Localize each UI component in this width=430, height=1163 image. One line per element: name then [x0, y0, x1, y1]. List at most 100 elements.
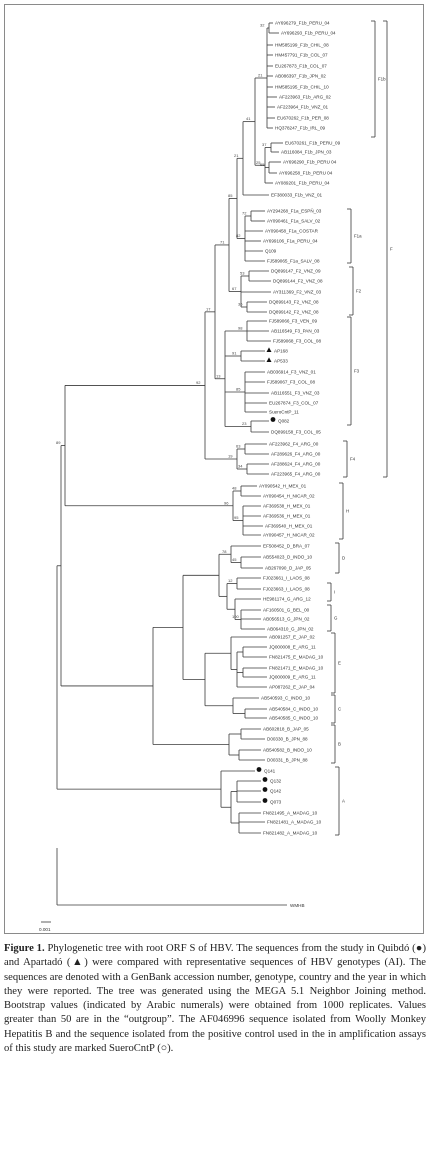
bootstrap-value: 82: [236, 233, 241, 238]
leaf-label: AY090457_H_NICAR_02: [263, 533, 315, 538]
leaf-label: EF380033_F1b_VNZ_01: [271, 193, 323, 198]
genotype-label: G: [334, 616, 338, 621]
bootstrap-value: 85: [236, 387, 241, 392]
bootstrap-value: 32: [260, 23, 265, 28]
leaf-label: DQ899144_F2_VNZ_08: [273, 279, 323, 284]
leaf-label: EF508452_D_BRA_07: [263, 544, 310, 549]
leaf-label: AY696258_F1b_PERU 04: [279, 171, 333, 176]
leaf-label: AF288624_F4_ARG_00: [271, 462, 321, 467]
leaf-label: AF223962_F4_ARG_00: [269, 442, 319, 447]
bootstrap-values: 3221376525412172828553366771989185231317…: [56, 23, 267, 620]
leaf-label: FJ589068_F3_COL_08: [273, 339, 321, 344]
quibdo-circle-marker: [256, 767, 262, 772]
leaf-label: DQ899158_F3_COL_05: [271, 430, 321, 435]
tree-branches: [56, 22, 283, 834]
leaf-label: AY696293_F1b_PERU_04: [281, 31, 336, 36]
leaf-label: AY311369_F2_VNZ_03: [273, 290, 322, 295]
bootstrap-value: 63: [236, 444, 241, 449]
outgroup-and-scale: WMHB 0.001: [39, 848, 305, 932]
leaf-label: AB540585_C_INDO_10: [269, 716, 318, 721]
leaf-label: AB540584_C_INDO_10: [269, 707, 318, 712]
leaf-label: D00331_B_JPN_88: [267, 758, 308, 763]
figure-caption: Figure 1. Phylogenetic tree with root OR…: [4, 942, 426, 1056]
genotype-label: E: [338, 661, 341, 666]
leaf-label: SueroCntP_11: [269, 410, 299, 415]
quibdo-circle-marker: [262, 798, 268, 803]
bootstrap-value: 41: [246, 116, 251, 121]
leaf-label: AY090461_F1a_SALV_02: [267, 219, 321, 224]
leaf-label: FN821475_E_MADAG_10: [269, 655, 324, 660]
leaf-label: AB116549_F3_PAN_03: [271, 329, 320, 334]
leaf-label: AB540582_B_INDO_10: [263, 748, 312, 753]
leaf-label: FN821482_A_MADAG_10: [263, 831, 318, 836]
apartado-triangle-marker: [266, 347, 272, 352]
genotype-label: C: [338, 707, 341, 712]
leaf-label: AY089201_F1b_PERU_04: [275, 181, 330, 186]
leaf-label: AB056513_G_JPN_02: [263, 617, 310, 622]
leaf-label: AP533: [274, 359, 288, 364]
leaf-label: AF369540_H_MEX_01: [265, 524, 313, 529]
caption-text: Phylogenetic tree with root ORF S of HBV…: [4, 943, 426, 1055]
bootstrap-value: 12: [228, 578, 233, 583]
genotype-label: F1b: [378, 77, 386, 82]
bootstrap-value: 65: [260, 162, 265, 167]
leaf-label: FN821481_A_MADAG_10: [267, 820, 322, 825]
leaf-label: AB267090_D_JAP_05: [265, 566, 311, 571]
leaf-label: JQ000008_E_ARG_11: [269, 645, 316, 650]
leaf-label: AB091257_E_JAP_02: [269, 635, 315, 640]
sample-markers: [256, 347, 276, 803]
genotype-label: A: [342, 799, 345, 804]
bootstrap-value: 67: [232, 286, 237, 291]
bootstrap-value: 91: [232, 351, 237, 356]
bootstrap-value: 98: [238, 326, 243, 331]
leaf-label: DQ899142_F2_VNZ_08: [269, 310, 319, 315]
leaf-label: EU670261_F1b_PERU_09: [285, 141, 341, 146]
leaf-label: AB064310_G_JPN_02: [267, 627, 314, 632]
leaf-label: Q109: [265, 249, 277, 254]
bootstrap-value: 19: [228, 454, 233, 459]
leaf-label: FN821471_E_MADAG_10: [269, 666, 324, 671]
apartado-triangle-marker: [266, 357, 272, 362]
leaf-label: Q141: [264, 769, 276, 774]
genotype-label: F3: [354, 369, 360, 374]
bootstrap-value: 13: [216, 373, 221, 378]
genotype-label: F1a: [354, 234, 362, 239]
bootstrap-value: 21: [258, 73, 263, 78]
leaf-label: EU267874_F3_COL_07: [269, 401, 319, 406]
quibdo-circle-marker: [262, 787, 268, 792]
bootstrap-value: 95: [234, 515, 239, 520]
leaf-label: FN821495_A_MADAG_10: [263, 811, 318, 816]
leaf-label: D00330_B_JPN_88: [267, 737, 308, 742]
genotype-label: I: [334, 590, 335, 595]
leaf-label: AY294268_F1a_ESPÑ_03: [267, 208, 322, 214]
bootstrap-value: 34: [238, 464, 243, 469]
bootstrap-value: 45: [232, 557, 237, 562]
bootstrap-value: 25: [256, 160, 261, 165]
bootstrap-value: 92: [196, 380, 201, 385]
leaf-label: JQ000009_E_ARG_11: [269, 675, 316, 680]
leaf-label: AB116551_F3_VNZ_03: [271, 391, 320, 396]
leaf-label: Q142: [270, 789, 282, 794]
bootstrap-value: 89: [56, 440, 61, 445]
leaf-label: HQ378247_F1b_IRL_09: [275, 126, 326, 131]
leaf-label: HM457791_F1b_COL_07: [275, 53, 328, 58]
genotype-label: B: [338, 742, 341, 747]
leaf-label: AB116084_F1b_JPN_03: [281, 150, 332, 155]
leaf-label: AY090458_F1a_COSTAR: [265, 229, 319, 234]
caption-label: Figure 1.: [4, 943, 45, 954]
leaf-label: FJ589067_F3_COL_08: [267, 380, 315, 385]
bootstrap-value: 17: [206, 306, 211, 311]
scale-bar-label: 0.001: [39, 927, 51, 932]
bootstrap-value: 23: [242, 421, 247, 426]
leaf-label: AF223963_F1b_ARG_02: [279, 95, 331, 100]
leaf-label: FJ023661_I_LAOS_08: [263, 576, 310, 581]
bootstrap-value: 72: [242, 211, 247, 216]
phylogenetic-tree: AY696279_F1b_PERU_04AY696293_F1b_PERU_04…: [39, 20, 393, 933]
quibdo-circle-marker: [270, 417, 276, 422]
leaf-label: AY696279_F1b_PERU_04: [275, 21, 330, 26]
leaf-label: HM585195_F1b_CHIL_10: [275, 85, 329, 90]
leaf-label: HM585199_F1b_CHIL_08: [275, 43, 329, 48]
leaf-label: AY696290_F1b_PERU 04: [283, 160, 337, 165]
